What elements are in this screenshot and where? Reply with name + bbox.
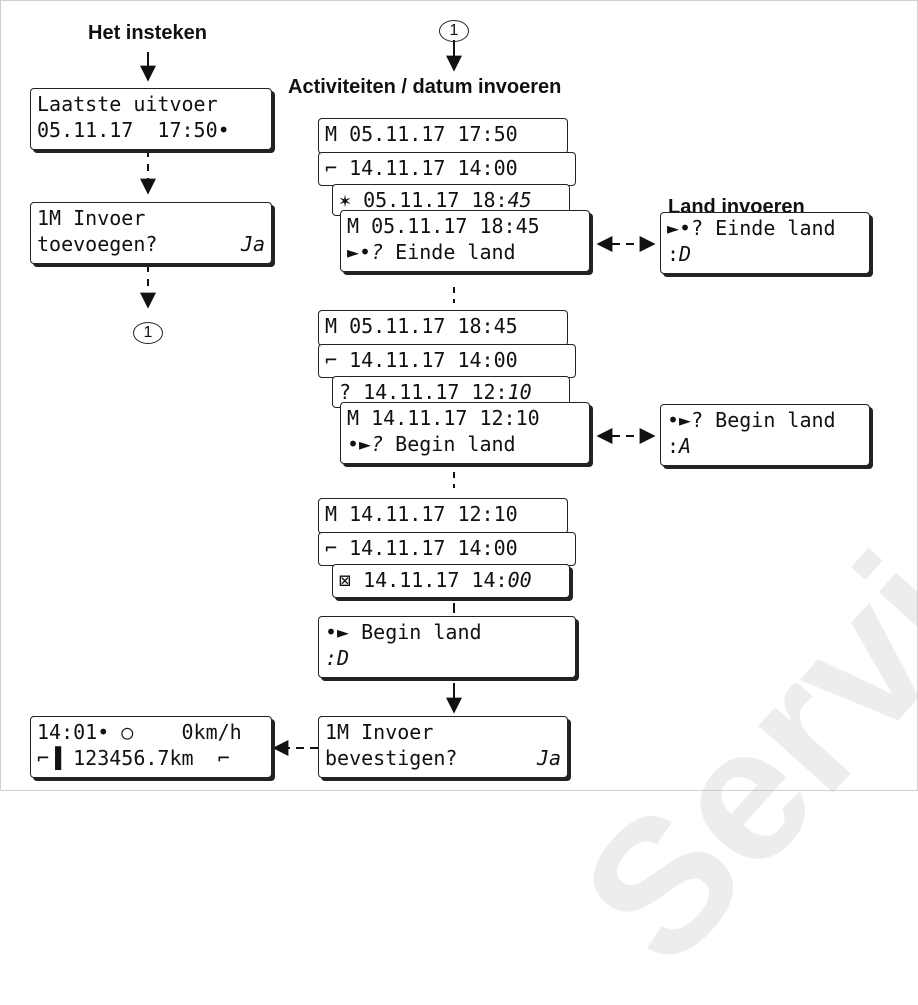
g1-mid-display: ⌐ 14.11.17 14:00	[318, 152, 576, 186]
begin-country-colon: :	[667, 434, 680, 458]
g1-back-display: M 05.11.17 17:50	[318, 118, 568, 154]
end-country-line1: ►•? Einde land	[667, 216, 836, 240]
display-status: 14:01• ○ 0km/h ⌐▐ 123456.7km ⌐	[30, 716, 272, 778]
g1-main-line1: M 05.11.17 18:45	[347, 214, 540, 238]
g3-front-display: ⊠ 14.11.17 14:00	[332, 564, 570, 598]
g2-mid-text: ⌐ 14.11.17 14:00	[325, 348, 518, 372]
status-line1: 14:01• ○ 0km/h	[37, 720, 242, 744]
display-begin-country: •► Begin land :D	[318, 616, 576, 678]
g3-front-prefix: ⊠ 14.11.17 14:	[339, 568, 508, 592]
g2-main-line1: M 14.11.17 12:10	[347, 406, 540, 430]
g3-back-text: M 14.11.17 12:10	[325, 502, 518, 526]
begin-country-line1: •► Begin land	[325, 620, 482, 644]
g2-mid-display: ⌐ 14.11.17 14:00	[318, 344, 576, 378]
add-entry-answer: Ja	[240, 232, 265, 256]
g3-mid-text: ⌐ 14.11.17 14:00	[325, 536, 518, 560]
end-country-value: D	[679, 242, 692, 266]
g1-front-prefix: ✶ 05.11.17 18:	[339, 188, 508, 212]
confirm-line2: bevestigen?	[325, 746, 458, 770]
add-entry-line1: 1M Invoer	[37, 206, 146, 230]
g1-main-display: M 05.11.17 18:45 ►•? Einde land	[340, 210, 590, 272]
display-begin-country-select: •►? Begin land :A	[660, 404, 870, 466]
marker-top: 1	[439, 20, 469, 42]
begin-country-value: A	[679, 434, 692, 458]
title-activities: Activiteiten / datum invoeren	[288, 76, 562, 98]
add-entry-line2: toevoegen?	[37, 232, 158, 256]
g2-begin-country-icon: •►?	[347, 432, 384, 456]
last-output-label: Laatste uitvoer	[37, 92, 218, 116]
marker-left: 1	[133, 322, 163, 344]
begin-country-select-line1: •►? Begin land	[667, 408, 836, 432]
g2-back-display: M 05.11.17 18:45	[318, 310, 568, 346]
g2-main-display: M 14.11.17 12:10 •►? Begin land	[340, 402, 590, 464]
display-confirm: 1M Invoer bevestigen? Ja	[318, 716, 568, 778]
g1-back-text: M 05.11.17 17:50	[325, 122, 518, 146]
display-end-country: ►•? Einde land :D	[660, 212, 870, 274]
g1-front-italic: 45	[507, 188, 532, 212]
g3-front-italic: 00	[507, 568, 532, 592]
status-line2: ⌐▐ 123456.7km ⌐	[37, 746, 230, 770]
display-add-entry: 1M Invoer toevoegen? Ja	[30, 202, 272, 264]
g3-back-display: M 14.11.17 12:10	[318, 498, 568, 534]
g1-main-line2: Einde land	[383, 240, 516, 264]
display-last-output: Laatste uitvoer 05.11.17 17:50•	[30, 88, 272, 150]
end-country-colon: :	[667, 242, 680, 266]
last-output-date: 05.11.17 17:50•	[37, 118, 230, 142]
g2-front-prefix: ? 14.11.17 12:	[339, 380, 508, 404]
begin-country-line2: :D	[325, 646, 350, 670]
title-insert: Het insteken	[88, 22, 207, 44]
g2-back-text: M 05.11.17 18:45	[325, 314, 518, 338]
confirm-line1: 1M Invoer	[325, 720, 434, 744]
g3-mid-display: ⌐ 14.11.17 14:00	[318, 532, 576, 566]
g2-front-italic: 10	[507, 380, 532, 404]
g1-end-country-icon: ►•?	[347, 240, 384, 264]
g1-mid-text: ⌐ 14.11.17 14:00	[325, 156, 518, 180]
g2-main-line2: Begin land	[383, 432, 516, 456]
confirm-answer: Ja	[536, 746, 561, 770]
connectors	[140, 40, 656, 756]
